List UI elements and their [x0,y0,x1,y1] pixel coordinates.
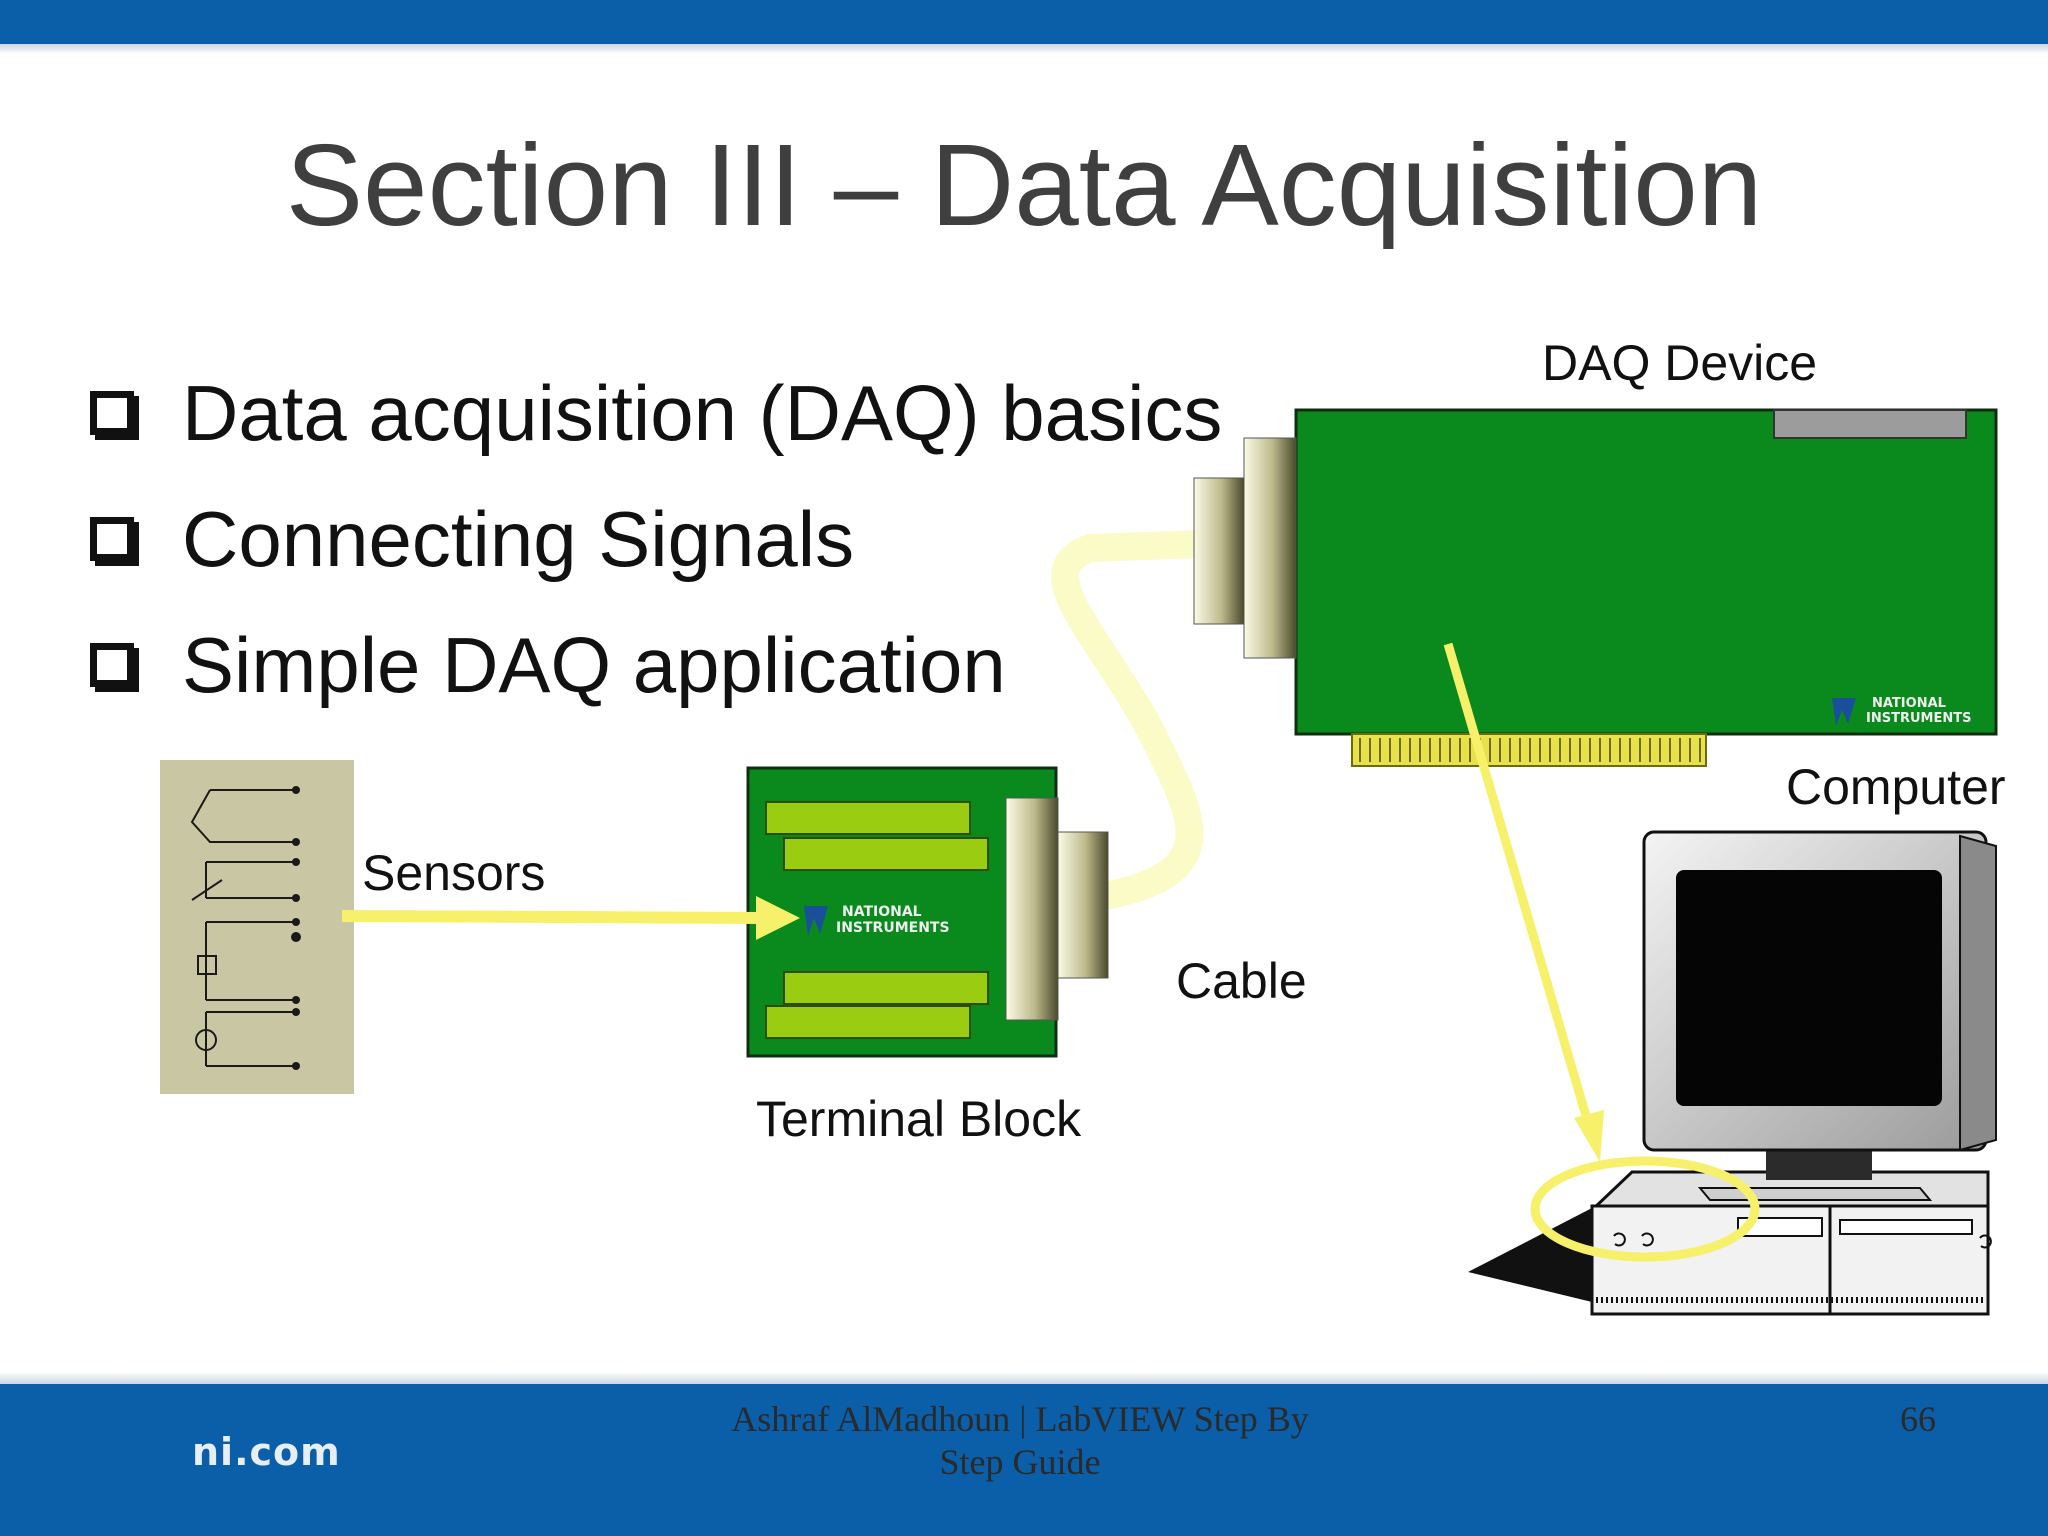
ni-logo-text: NATIONAL [1872,696,1946,711]
pci-slot-highlight [1530,1156,1760,1262]
terminal-block: NATIONAL INSTRUMENTS [746,766,1109,1058]
edge-connector [1351,733,1707,767]
bullet-text: Connecting Signals [182,494,855,583]
top-banner [0,0,2048,44]
footer-author: Ashraf AlMadhoun | LabVIEW Step By Step … [700,1398,1340,1484]
top-banner-shadow [0,44,2048,54]
arrow-daq-to-computer [1443,642,1604,1162]
daq-device-label: DAQ Device [1542,335,1818,391]
ni-com-logo: ni.com [192,1430,341,1474]
ni-logo-text: NATIONAL [842,904,922,920]
signal-arrow-sensors-to-terminal [341,896,800,940]
daq-device-board: NATIONAL INSTRUMENTS [1193,408,1998,767]
bullet-list: Data acquisition (DAQ) basics Connecting… [90,350,1222,728]
ni-logo-text: INSTRUMENTS [1866,711,1971,726]
sensors-label: Sensors [362,845,546,901]
cable [1051,530,1214,909]
bottom-banner [0,1384,2048,1536]
bottom-banner-shadow [0,1372,2048,1384]
bullet-item: Simple DAQ application [90,602,1222,728]
cable-label: Cable [1176,953,1307,1009]
sensors-panel [160,760,354,1094]
checkbox-bullet-icon [90,643,134,687]
terminal-block-label: Terminal Block [756,1091,1082,1147]
computer-label: Computer [1786,759,2006,815]
ni-logo: NATIONAL INSTRUMENTS [1832,696,1971,726]
page-number: 66 [1900,1399,1936,1439]
ni-logo-text: INSTRUMENTS [836,920,950,936]
bullet-text: Simple DAQ application [182,620,1006,709]
bullet-text: Data acquisition (DAQ) basics [182,368,1223,457]
bullet-item: Connecting Signals [90,476,1222,602]
ni-logo: NATIONAL INSTRUMENTS [804,904,950,936]
slide-title: Section III – Data Acquisition [285,120,1763,250]
footer-author-line: Step Guide [939,1442,1101,1482]
checkbox-bullet-icon [90,391,134,435]
bullet-item: Data acquisition (DAQ) basics [90,350,1222,476]
footer-author-line: Ashraf AlMadhoun | LabVIEW Step By [731,1399,1309,1439]
checkbox-bullet-icon [90,517,134,561]
computer [1468,830,1997,1316]
